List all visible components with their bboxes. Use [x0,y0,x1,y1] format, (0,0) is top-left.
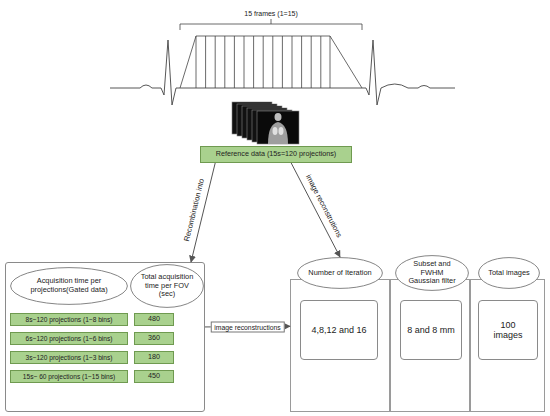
header-oval: Number of Iteration [297,257,383,289]
header-oval: Total acquisition time per FOV (sec) [130,264,204,308]
node-text: 100 images [485,320,531,341]
node-text: 450 [148,372,160,380]
node-text: Total acquisition time per FOV (sec) [139,273,195,299]
column-box: 8 and 8 mm [390,279,470,412]
arrow-connector [291,163,340,257]
header-oval: Subset and FWHM Gaussian filter [395,255,469,291]
group-box: Acquisition time per projections(Gated d… [5,262,205,412]
node-text: 180 [148,353,160,361]
value-box: 360 [134,332,174,345]
row-box: 3s~120 projections (1~3 bins) [10,351,128,364]
node-text: 4,8,12 and 16 [311,325,366,335]
node-text: 3s~120 projections (1~3 bins) [26,354,113,362]
row-box: 15s~ 60 projections (1~15 bins) [10,370,128,383]
header-oval: Total images [478,257,540,289]
node-text: 8 and 8 mm [407,325,455,335]
value-box: 480 [134,313,174,326]
node-text: Subset and FWHM Gaussian filter [404,260,460,286]
image-stack [232,102,299,144]
row-box: 8s~120 projections (1~8 bins) [10,313,128,326]
node-text: 6s~120 projections (1~6 bins) [26,335,113,343]
content-box: 8 and 8 mm [400,300,462,360]
node-text: 360 [148,334,160,342]
bracket-label: 15 frames (1=15) [244,10,298,17]
node-text: Acquisition time per projections(Gated d… [19,277,119,294]
column-box: 100 images [470,279,545,412]
node-text: Number of Iteration [308,269,371,278]
node-text: 480 [148,315,160,323]
edge-label: Recombination into [182,178,206,243]
edge-label: image reconstructions [210,321,285,332]
edge-label: image reconstrutions [304,173,344,239]
value-box: 180 [134,351,174,364]
row-box: 6s~120 projections (1~6 bins) [10,332,128,345]
frame-bracket [180,19,362,30]
data-box: Reference data (15s=120 projections) [200,146,352,163]
node-text: 15s~ 60 projections (1~15 bins) [23,373,115,381]
node-text: Total images [488,269,530,278]
column-box: 4,8,12 and 16 [290,279,390,412]
node-text: 8s~120 projections (1~8 bins) [26,316,113,324]
header-oval: Acquisition time per projections(Gated d… [10,267,128,305]
content-box: 4,8,12 and 16 [300,300,378,360]
content-box: 100 images [478,300,538,360]
node-text: Reference data (15s=120 projections) [216,150,336,158]
gating-window [180,36,362,88]
value-box: 450 [134,370,174,383]
